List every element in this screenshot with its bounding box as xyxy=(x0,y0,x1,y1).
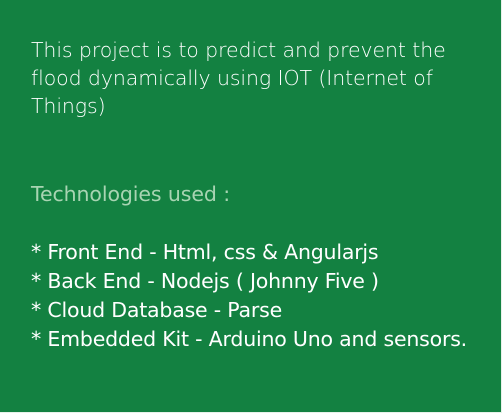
tech-item-cloud-database: * Cloud Database - Parse xyxy=(31,298,283,322)
technologies-heading: Technologies used : xyxy=(31,182,231,206)
project-description: This project is to predict and prevent t… xyxy=(31,38,446,118)
tech-item-front-end: * Front End - Html, css & Angularjs xyxy=(31,240,379,264)
technologies-list: * Front End - Html, css & Angularjs * Ba… xyxy=(31,238,496,354)
panel-content: This project is to predict and prevent t… xyxy=(31,36,496,354)
tech-item-embedded-kit: * Embedded Kit - Arduino Uno and sensors… xyxy=(31,327,468,351)
tech-item-back-end: * Back End - Nodejs ( Johnny Five ) xyxy=(31,269,379,293)
